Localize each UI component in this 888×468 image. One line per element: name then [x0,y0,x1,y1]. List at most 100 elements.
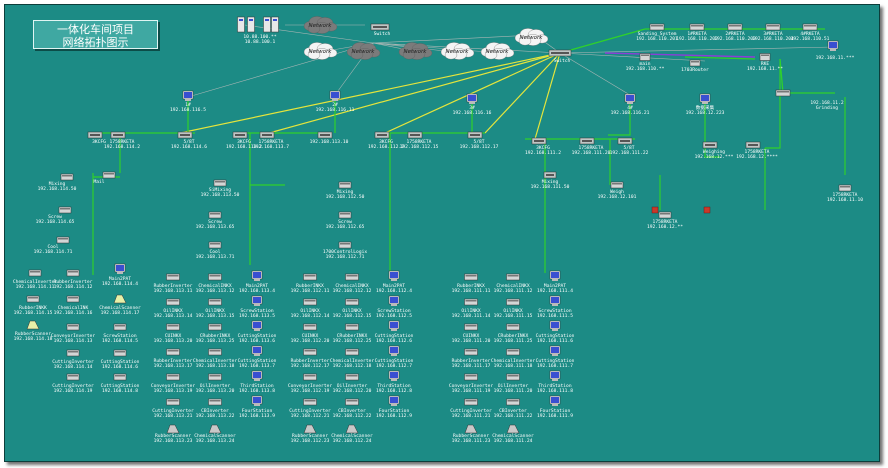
inverter-icon[interactable] [208,323,222,331]
inverter-icon[interactable] [208,348,222,356]
pc-icon[interactable] [549,395,561,406]
inverter-icon[interactable] [113,373,127,381]
switch-icon[interactable] [617,137,633,145]
inverter-icon[interactable] [345,348,359,356]
inverter-icon[interactable] [208,398,222,406]
pc-icon[interactable] [251,395,263,406]
inverter-icon[interactable] [345,323,359,331]
inverter-icon[interactable] [166,398,180,406]
scanner-icon[interactable] [166,424,180,434]
switch-icon[interactable] [579,137,595,145]
inverter-icon[interactable] [166,348,180,356]
switch-icon[interactable] [259,131,275,139]
switch-icon[interactable] [543,171,557,179]
inverter-icon[interactable] [506,323,520,331]
switch-icon[interactable] [702,141,718,149]
inverter-icon[interactable] [113,349,127,357]
inverter-icon[interactable] [303,373,317,381]
switch-icon[interactable] [407,131,423,139]
inverter-icon[interactable] [506,298,520,306]
pc-icon[interactable] [388,345,400,356]
rs-icon[interactable] [775,89,791,97]
plc-rack-icon[interactable] [759,53,771,61]
server-icon[interactable] [263,16,271,33]
switch-icon[interactable] [177,131,193,139]
inverter-icon[interactable] [166,298,180,306]
inverter-icon[interactable] [345,373,359,381]
controller-icon[interactable] [658,211,672,219]
pc-icon[interactable] [251,320,263,331]
controller-icon[interactable] [610,181,624,189]
switch-icon[interactable] [531,137,547,145]
pc-icon[interactable] [699,93,711,104]
pc-icon[interactable] [388,295,400,306]
switch-icon[interactable] [745,141,761,149]
rack-device-icon[interactable] [649,23,665,31]
controller-icon[interactable] [338,241,352,249]
controller-icon[interactable] [208,211,222,219]
switch-icon[interactable] [317,131,333,139]
inverter-icon[interactable] [113,323,127,331]
inverter-icon[interactable] [345,298,359,306]
inverter-icon[interactable] [464,373,478,381]
switch-icon[interactable] [232,131,248,139]
plc-rack-icon[interactable] [639,53,651,61]
inverter-icon[interactable] [66,295,80,303]
inverter-icon[interactable] [464,273,478,281]
pc-icon[interactable] [549,270,561,281]
inverter-icon[interactable] [345,398,359,406]
inverter-icon[interactable] [28,269,42,277]
inverter-icon[interactable] [506,273,520,281]
inverter-icon[interactable] [66,349,80,357]
inverter-icon[interactable] [303,323,317,331]
inverter-icon[interactable] [208,373,222,381]
scanner-icon[interactable] [506,424,520,434]
inverter-icon[interactable] [303,298,317,306]
switch-icon[interactable] [374,131,390,139]
switch-icon[interactable] [87,131,103,139]
pc-icon[interactable] [329,90,341,101]
pc-icon[interactable] [624,93,636,104]
rack-device-icon[interactable] [727,23,743,31]
controller-icon[interactable] [60,173,74,181]
server-icon[interactable] [271,16,279,33]
rack-device-icon[interactable] [765,23,781,31]
inverter-icon[interactable] [303,348,317,356]
scanner-icon[interactable] [113,294,127,304]
inverter-icon[interactable] [166,373,180,381]
controller-icon[interactable] [213,179,227,187]
inverter-icon[interactable] [345,273,359,281]
scanner-icon[interactable] [345,424,359,434]
controller-icon[interactable] [338,181,352,189]
pc-icon[interactable] [549,370,561,381]
pc-icon[interactable] [549,320,561,331]
scanner-icon[interactable] [208,424,222,434]
plc-icon[interactable] [703,206,711,214]
inverter-icon[interactable] [506,373,520,381]
inverter-icon[interactable] [66,373,80,381]
inverter-icon[interactable] [506,398,520,406]
switch-icon[interactable] [467,131,483,139]
pc-icon[interactable] [251,270,263,281]
switch-icon[interactable] [548,49,572,57]
controller-icon[interactable] [58,206,72,214]
pc-icon[interactable] [251,345,263,356]
scanner-icon[interactable] [303,424,317,434]
inverter-icon[interactable] [303,273,317,281]
server-icon[interactable] [237,16,245,33]
inverter-icon[interactable] [166,273,180,281]
controller-icon[interactable] [102,171,116,179]
controller-icon[interactable] [56,236,70,244]
pc-icon[interactable] [182,90,194,101]
plc-icon[interactable] [651,206,659,214]
controller-icon[interactable] [338,211,352,219]
inverter-icon[interactable] [66,323,80,331]
inverter-icon[interactable] [506,348,520,356]
inverter-icon[interactable] [464,348,478,356]
inverter-icon[interactable] [208,273,222,281]
inverter-icon[interactable] [464,323,478,331]
pc-icon[interactable] [388,270,400,281]
pc-icon[interactable] [388,370,400,381]
pc-icon[interactable] [114,263,126,274]
pc-icon[interactable] [388,395,400,406]
